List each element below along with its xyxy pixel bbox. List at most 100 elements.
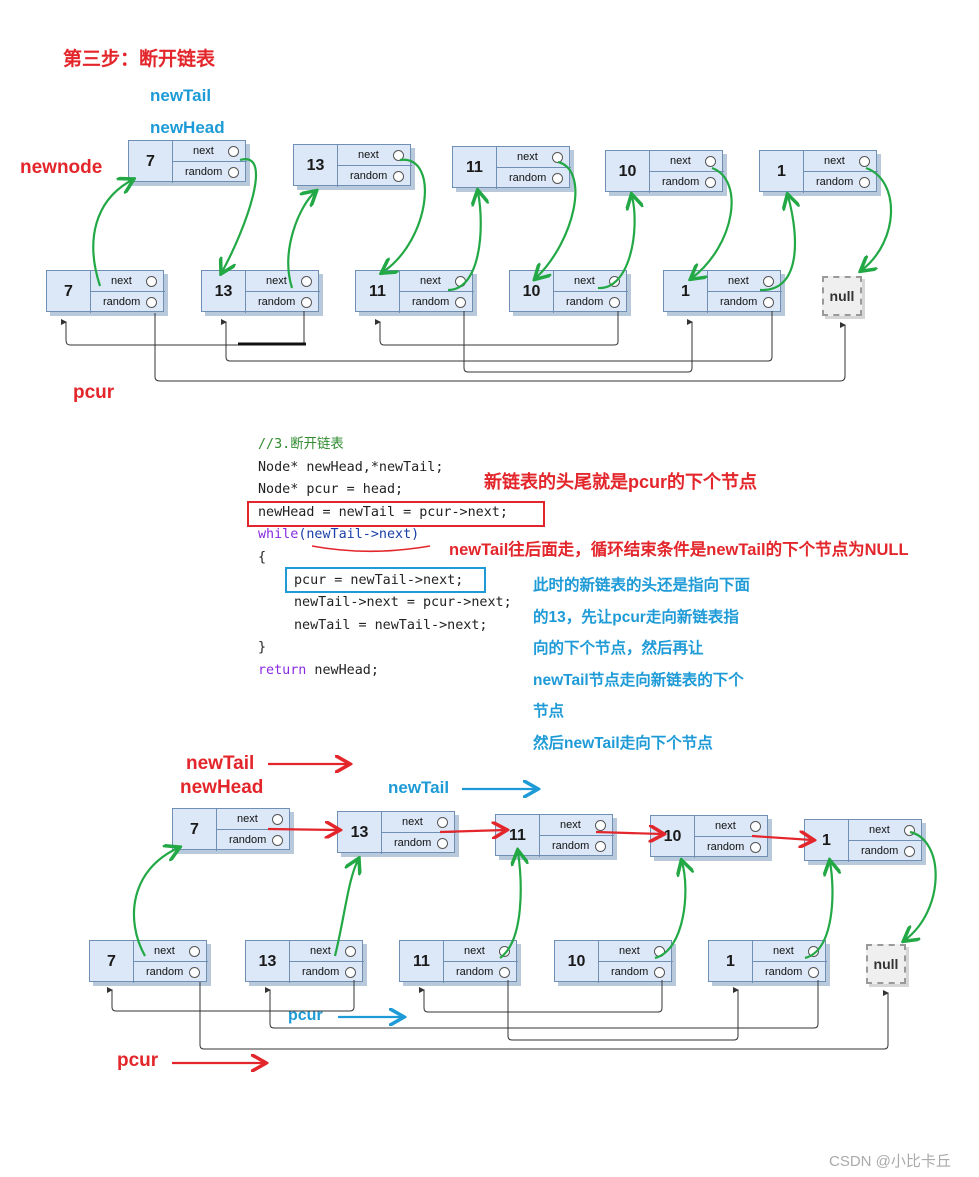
label-newtail-top: newTail	[150, 86, 212, 105]
pointer-dot-icon	[750, 842, 761, 853]
node-body: 1 next random	[804, 819, 923, 862]
pointer-dot-icon	[763, 297, 774, 308]
node-value: 10	[555, 941, 599, 983]
highlight-box-red	[247, 501, 545, 527]
node-next-field: next	[134, 941, 208, 962]
note-explain-line: 然后newTail走向下个节点	[533, 734, 713, 752]
node-random-label: random	[103, 296, 141, 308]
node-next-label: next	[310, 945, 331, 957]
pointer-dot-icon	[228, 146, 239, 157]
node-next-label: next	[464, 945, 485, 957]
pointer-dot-icon	[146, 276, 157, 287]
note-head-tail: 新链表的头尾就是pcur的下个节点	[484, 472, 758, 492]
node-value: 11	[356, 271, 400, 313]
note-explain-line: 的13，先让pcur走向新链表指	[533, 608, 739, 626]
note-loop: newTail往后面走，循环结束条件是newTail的下个节点为NULL	[449, 541, 909, 559]
code-return-rest: newHead;	[306, 662, 379, 678]
pointer-dot-icon	[654, 967, 665, 978]
node-value: 1	[805, 820, 849, 862]
bottom-random-lines	[107, 980, 889, 1050]
node-value: 11	[453, 147, 497, 189]
node-value: 7	[47, 271, 91, 313]
node-random-field: random	[400, 292, 474, 313]
node-random-label: random	[861, 845, 899, 857]
pointer-dot-icon	[228, 167, 239, 178]
pointer-dot-icon	[859, 177, 870, 188]
label-newhead-top: newHead	[150, 118, 225, 137]
node-random-label: random	[146, 966, 184, 978]
null-node-top: null	[822, 276, 862, 316]
node-random-label: random	[816, 176, 854, 188]
node-next-field: next	[708, 271, 782, 292]
node-random-field: random	[246, 292, 320, 313]
code-line-4: while(newTail->next)	[258, 524, 512, 547]
node-next-label: next	[670, 155, 691, 167]
node-random-label: random	[662, 176, 700, 188]
node-next-field: next	[540, 815, 614, 836]
node-next-label: next	[619, 945, 640, 957]
node-random-field: random	[91, 292, 165, 313]
pointer-dot-icon	[499, 967, 510, 978]
pointer-dot-icon	[189, 946, 200, 957]
pointer-dot-icon	[904, 825, 915, 836]
node-next-label: next	[237, 813, 258, 825]
node-random-field: random	[554, 292, 628, 313]
node-value: 11	[400, 941, 444, 983]
label-newtail-bottom: newTail	[186, 753, 255, 774]
code-line-10: return newHead;	[258, 660, 512, 683]
node-random-label: random	[229, 834, 267, 846]
code-line-8: newTail = newTail->next;	[294, 617, 488, 633]
node-next-label: next	[728, 275, 749, 287]
node-next-field: next	[217, 809, 291, 830]
note-explain-line: 此时的新链表的头还是指向下面	[533, 577, 751, 594]
pointer-dot-icon	[609, 297, 620, 308]
node-value: 13	[246, 941, 290, 983]
node-random-label: random	[720, 296, 758, 308]
label-pcur-top: pcur	[73, 382, 115, 403]
pointer-dot-icon	[595, 820, 606, 831]
node-next-field: next	[497, 147, 571, 168]
node-next-field: next	[650, 151, 724, 172]
pointer-dot-icon	[859, 156, 870, 167]
pointer-dot-icon	[904, 846, 915, 857]
node-value: 13	[338, 812, 382, 854]
node-random-label: random	[509, 172, 547, 184]
node-next-label: next	[111, 275, 132, 287]
node-next-label: next	[420, 275, 441, 287]
node-random-label: random	[350, 170, 388, 182]
node-random-field: random	[540, 836, 614, 857]
node-value: 10	[651, 816, 695, 858]
note-explain: 此时的新链表的头还是指向下面 的13，先让pcur走向新链表指 向的下个节点，然…	[533, 570, 750, 759]
node-random-field: random	[599, 962, 673, 983]
node-random-label: random	[394, 837, 432, 849]
pointer-dot-icon	[763, 276, 774, 287]
node-next-label: next	[715, 820, 736, 832]
node-next-field: next	[849, 820, 923, 841]
node-random-label: random	[258, 296, 296, 308]
note-explain-line: newTail节点走向新链表的下个	[533, 671, 744, 689]
pointer-dot-icon	[272, 835, 283, 846]
code-line-5: {	[258, 549, 267, 565]
code-line-2: Node* pcur = head;	[258, 482, 404, 498]
node-random-field: random	[849, 841, 923, 862]
node-next-field: next	[173, 141, 247, 162]
node-random-field: random	[382, 833, 456, 854]
node-next-label: next	[266, 275, 287, 287]
node-random-field: random	[497, 168, 571, 189]
node-next-field: next	[599, 941, 673, 962]
step-heading: 第三步：断开链表	[63, 49, 216, 70]
pointer-dot-icon	[808, 967, 819, 978]
node-next-label: next	[824, 155, 845, 167]
note-explain-line: 节点	[533, 703, 565, 720]
pointer-dot-icon	[455, 297, 466, 308]
pointer-dot-icon	[301, 276, 312, 287]
node-next-label: next	[869, 824, 890, 836]
pointer-dot-icon	[595, 841, 606, 852]
node-random-label: random	[552, 840, 590, 852]
